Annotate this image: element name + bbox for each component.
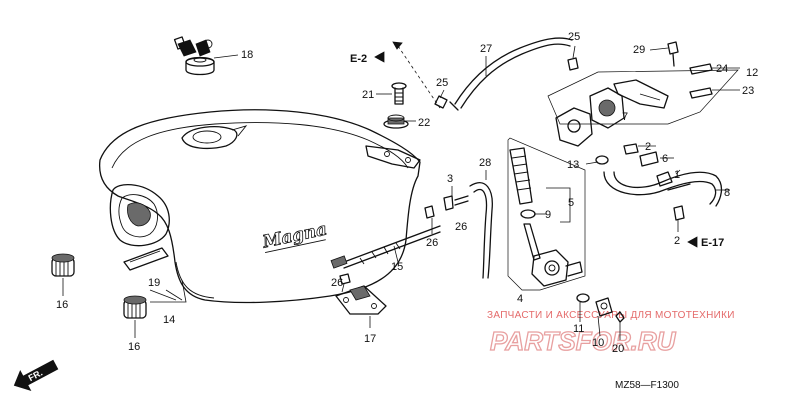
- hose-fittings: [424, 186, 469, 234]
- label-11: 11: [573, 323, 584, 335]
- breather-hose: [449, 37, 573, 111]
- fuel-tank: Magna: [98, 109, 421, 304]
- screw-26-lower: [339, 273, 351, 293]
- e2-arrow: [392, 41, 403, 50]
- fuel-cap: [173, 36, 239, 76]
- bolt-21: [376, 82, 407, 105]
- label-4: 4: [517, 293, 523, 305]
- label-22: 22: [418, 117, 430, 129]
- label-10: 10: [592, 337, 604, 349]
- clamps: [585, 143, 674, 167]
- clip-25: [434, 89, 448, 109]
- fuel-hose-8: [603, 169, 730, 207]
- label-16a: 16: [56, 299, 68, 311]
- label-5: 5: [568, 197, 574, 209]
- fuel-sensor-rod: [330, 225, 441, 269]
- ref-e2-arrowhead: [374, 51, 385, 63]
- label-9: 9: [545, 209, 551, 221]
- fuel-cock: [507, 137, 586, 291]
- fuel-hose-28: [469, 170, 493, 279]
- label-21: 21: [362, 89, 374, 101]
- front-arrow: FR.: [13, 359, 59, 392]
- label-26c: 26: [331, 277, 343, 289]
- tank-badge: Magna: [260, 219, 329, 252]
- watermark-brand: PARTSFOR.RU: [490, 326, 677, 356]
- label-25b: 25: [568, 31, 580, 43]
- watermark: ЗАПЧАСТИ И АКСЕССУАРЫ ДЛЯ МОТОТЕХНИКИ PA…: [487, 310, 735, 357]
- label-13: 13: [567, 159, 579, 171]
- label-7: 7: [622, 111, 628, 123]
- label-29: 29: [633, 44, 645, 56]
- ref-e2: E-2: [350, 53, 367, 65]
- valve-assembly: [547, 41, 740, 147]
- label-12: 12: [746, 67, 758, 79]
- label-2b: 2: [674, 235, 680, 247]
- rubber-pad-19: [123, 247, 187, 303]
- ref-e17: E-17: [701, 237, 724, 249]
- label-28a: 28: [479, 157, 491, 169]
- label-16b: 16: [128, 341, 140, 353]
- label-14: 14: [163, 314, 175, 326]
- ref-e17-arrowhead: [687, 236, 698, 248]
- e2-dashed-lead: [397, 45, 441, 109]
- clip-2-lower: [673, 205, 685, 232]
- rubber-16-top: [51, 253, 75, 296]
- label-26b: 26: [455, 221, 467, 233]
- label-25a: 25: [436, 77, 448, 89]
- label-26a: 26: [426, 237, 438, 249]
- label-23: 23: [742, 85, 754, 97]
- clip-25-top: [567, 45, 579, 71]
- bracket-17: [335, 285, 387, 328]
- label-3: 3: [447, 173, 453, 185]
- label-1: 1: [674, 169, 680, 181]
- label-6: 6: [662, 153, 668, 165]
- mount-rubber-22: [383, 114, 416, 129]
- reference-labels: E-2 E-17: [350, 51, 724, 249]
- label-15: 15: [391, 261, 403, 273]
- rubber-16-bottom: [123, 295, 147, 338]
- label-24: 24: [716, 63, 728, 75]
- label-19: 19: [148, 277, 160, 289]
- drain-bolt: [576, 293, 625, 340]
- label-17: 17: [364, 333, 376, 345]
- watermark-tagline: ЗАПЧАСТИ И АКСЕССУАРЫ ДЛЯ МОТОТЕХНИКИ: [487, 310, 735, 321]
- part-labels: 1 2 2 3 4 5 6 7 8 9 10 11 12 13 14 15 16…: [56, 31, 758, 355]
- label-2a: 2: [645, 141, 651, 153]
- label-27: 27: [480, 43, 492, 55]
- label-18: 18: [241, 49, 253, 61]
- label-8: 8: [724, 187, 730, 199]
- diagram-code: MZ58—F1300: [615, 380, 679, 391]
- label-20: 20: [612, 343, 624, 355]
- fuel-filter: [509, 147, 571, 223]
